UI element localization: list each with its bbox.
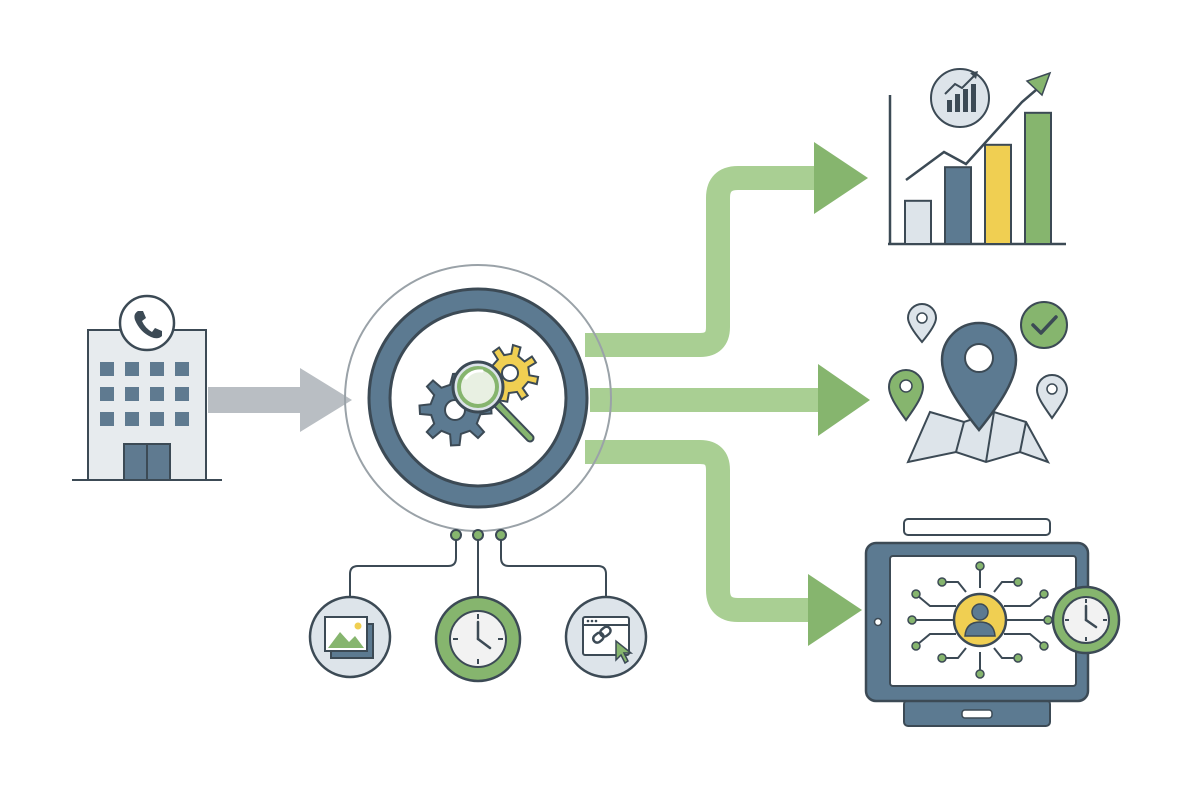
tablet-network-icon	[864, 518, 1121, 727]
connector-nodes	[450, 529, 507, 541]
tablet-clock-icon	[1051, 585, 1121, 655]
input-arrow	[208, 368, 352, 432]
chart-bar-1	[904, 199, 932, 246]
link-icon	[591, 625, 612, 644]
location-map-icon	[887, 301, 1069, 464]
gear-yellow-icon	[481, 343, 540, 403]
growth-chart-icon	[888, 68, 1066, 246]
output-arrow-top	[585, 142, 868, 357]
chart-bar-4	[1024, 111, 1052, 245]
map-pin-small-top-icon	[906, 303, 938, 344]
clock-source-icon	[434, 595, 522, 683]
user-avatar-icon	[952, 592, 1008, 648]
chart-bar-3	[984, 143, 1012, 245]
map-pin-small-right-icon	[1035, 374, 1069, 420]
network-lines	[914, 568, 1046, 672]
map-pin-green-icon	[887, 369, 925, 422]
magnifier-icon	[451, 360, 535, 443]
cursor-icon	[615, 639, 634, 665]
trend-badge-icon	[930, 68, 990, 128]
office-building-icon	[72, 294, 222, 481]
processing-hub	[344, 264, 612, 532]
map-pin-main-icon	[940, 321, 1018, 432]
chart-bar-2	[944, 166, 972, 245]
phone-icon	[118, 294, 176, 352]
output-arrow-middle	[590, 364, 870, 436]
browser-link-source-icon	[564, 595, 648, 679]
image-source-icon	[308, 595, 392, 679]
checkmark-icon	[1020, 301, 1068, 349]
network-nodes	[907, 561, 1053, 679]
output-arrow-bottom	[585, 440, 862, 646]
source-connectors	[349, 537, 607, 600]
